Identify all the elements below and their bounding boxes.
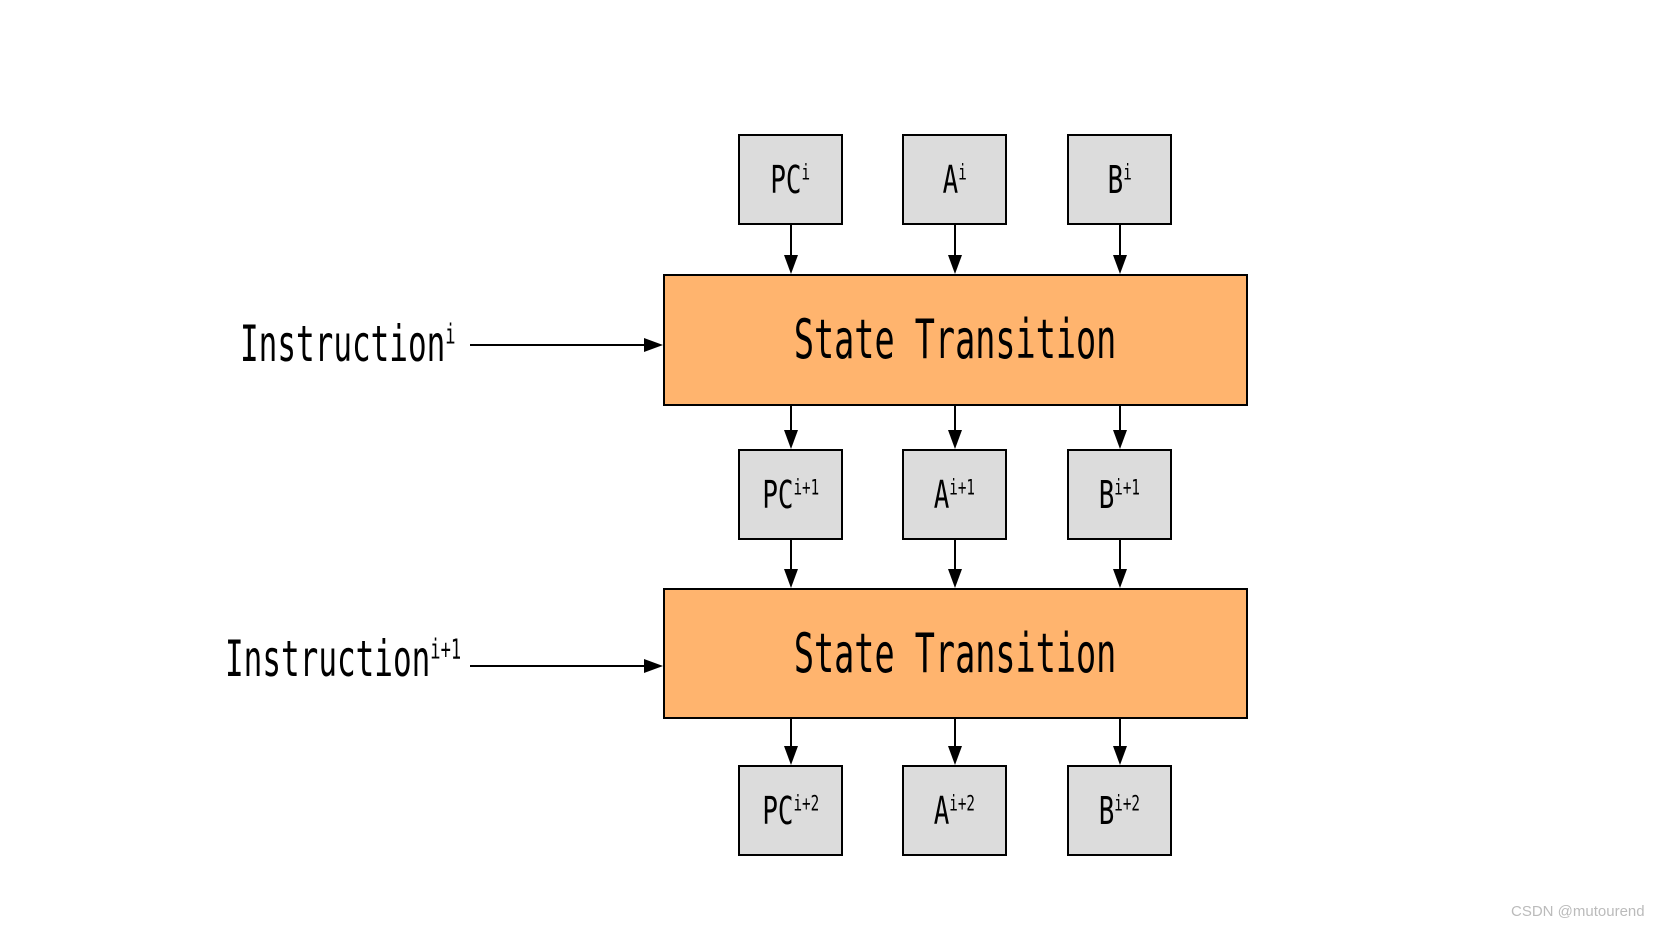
register-label-superscript: i+2 bbox=[1114, 790, 1141, 815]
state-transition-box-1: State Transition bbox=[663, 274, 1248, 406]
register-box-b-i: Bi bbox=[1067, 134, 1172, 225]
register-label: Ai+1 bbox=[934, 476, 975, 514]
register-label-superscript: i+1 bbox=[793, 474, 819, 499]
register-label: PCi+2 bbox=[762, 792, 819, 830]
register-label: Bi+2 bbox=[1099, 792, 1140, 830]
register-label: Ai bbox=[942, 161, 966, 199]
register-box-a-i: Ai bbox=[902, 134, 1007, 225]
register-label-base: A bbox=[942, 157, 959, 202]
arrow-down-b-to-transition1 bbox=[1119, 225, 1121, 255]
register-label-base: PC bbox=[762, 788, 794, 833]
arrow-right-instruction-i bbox=[470, 344, 644, 346]
instruction-i-label: Instructioni bbox=[240, 313, 588, 375]
instruction-label-base: Instruction bbox=[225, 630, 431, 688]
register-label-superscript: i+1 bbox=[1114, 474, 1141, 499]
register-label-base: B bbox=[1098, 788, 1115, 833]
instruction-i1-label: Instructioni+1 bbox=[225, 628, 606, 690]
instruction-label-superscript: i+1 bbox=[430, 633, 462, 666]
arrow-right-instruction-i1 bbox=[470, 665, 644, 667]
arrow-down-transition2-to-a bbox=[954, 719, 956, 746]
register-label-base: A bbox=[933, 788, 950, 833]
register-label: Bi bbox=[1107, 161, 1131, 199]
arrow-down-pc-to-transition2 bbox=[790, 540, 792, 569]
state-transition-label: State Transition bbox=[794, 308, 1117, 371]
register-label: PCi+1 bbox=[762, 476, 819, 514]
register-label-superscript: i bbox=[1123, 159, 1132, 184]
arrow-down-transition1-to-b bbox=[1119, 406, 1121, 430]
arrow-down-a-to-transition2 bbox=[954, 540, 956, 569]
register-label-superscript: i bbox=[958, 159, 967, 184]
arrow-down-b-to-transition2 bbox=[1119, 540, 1121, 569]
arrow-down-a-to-transition1 bbox=[954, 225, 956, 255]
register-label: Bi+1 bbox=[1099, 476, 1140, 514]
register-label-superscript: i+1 bbox=[949, 474, 976, 499]
register-box-pc-i2: PCi+2 bbox=[738, 765, 843, 856]
instruction-label-superscript: i bbox=[445, 318, 456, 351]
arrow-down-transition1-to-a bbox=[954, 406, 956, 430]
arrow-down-transition1-to-pc bbox=[790, 406, 792, 430]
register-label: Ai+2 bbox=[934, 792, 975, 830]
instruction-label-base: Instruction bbox=[240, 315, 446, 373]
register-box-pc-i: PCi bbox=[738, 134, 843, 225]
register-label-base: PC bbox=[770, 157, 802, 202]
register-box-a-i1: Ai+1 bbox=[902, 449, 1007, 540]
arrow-down-transition2-to-pc bbox=[790, 719, 792, 746]
register-label-superscript: i+2 bbox=[949, 790, 976, 815]
state-transition-box-2: State Transition bbox=[663, 588, 1248, 719]
register-box-b-i1: Bi+1 bbox=[1067, 449, 1172, 540]
register-label-base: B bbox=[1098, 472, 1115, 517]
register-box-a-i2: Ai+2 bbox=[902, 765, 1007, 856]
register-box-pc-i1: PCi+1 bbox=[738, 449, 843, 540]
instruction-label-text: Instructioni bbox=[240, 319, 456, 369]
register-label-base: PC bbox=[762, 472, 794, 517]
watermark-text: CSDN @mutourend bbox=[1511, 903, 1645, 920]
register-label-superscript: i+2 bbox=[793, 790, 819, 815]
register-label-superscript: i bbox=[801, 159, 811, 184]
register-label-base: A bbox=[933, 472, 950, 517]
register-label-base: B bbox=[1107, 157, 1124, 202]
state-transition-label: State Transition bbox=[794, 621, 1117, 685]
arrow-down-pc-to-transition1 bbox=[790, 225, 792, 255]
register-label: PCi bbox=[771, 161, 811, 199]
instruction-label-text: Instructioni+1 bbox=[225, 634, 461, 684]
register-box-b-i2: Bi+2 bbox=[1067, 765, 1172, 856]
arrow-down-transition2-to-b bbox=[1119, 719, 1121, 746]
